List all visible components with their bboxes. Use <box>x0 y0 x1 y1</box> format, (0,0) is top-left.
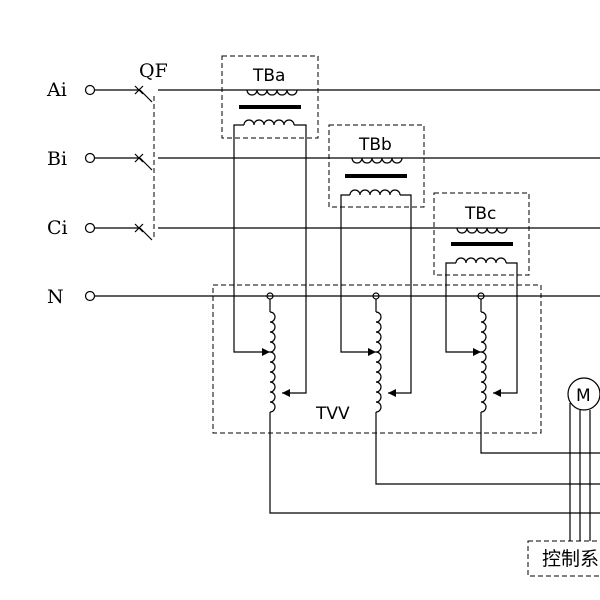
breaker-label: QF <box>139 60 168 82</box>
terminal-label-c: Ci <box>47 217 68 239</box>
regulator-label: TVV <box>315 404 350 424</box>
control-box: 控制系 <box>527 540 600 577</box>
motor-label: M <box>576 386 591 406</box>
transformer-label-a: TBa <box>252 66 285 86</box>
terminal-n-circle <box>84 290 96 302</box>
transformer-label-b: TBb <box>358 135 392 155</box>
breaker-qf <box>95 85 600 241</box>
transformer-tba: TBa <box>221 55 319 394</box>
regulator-tvv: TVV <box>212 284 542 434</box>
terminal-label-n: N <box>47 286 64 308</box>
control-box-label: 控制系 <box>542 548 599 570</box>
terminal-circles <box>84 84 96 302</box>
transformer-tbb: TBb <box>328 124 425 394</box>
transformer-label-c: TBc <box>464 204 496 224</box>
terminal-a-circle <box>84 84 96 96</box>
terminal-label-a: Ai <box>46 79 67 101</box>
transformer-tbc: TBc <box>433 192 530 394</box>
terminal-b-circle <box>84 152 96 164</box>
output-lines <box>269 434 600 514</box>
motor: M <box>567 377 600 541</box>
terminal-label-b: Bi <box>47 148 67 170</box>
terminal-c-circle <box>84 222 96 234</box>
terminal-labels: Ai Bi Ci N <box>46 79 68 308</box>
